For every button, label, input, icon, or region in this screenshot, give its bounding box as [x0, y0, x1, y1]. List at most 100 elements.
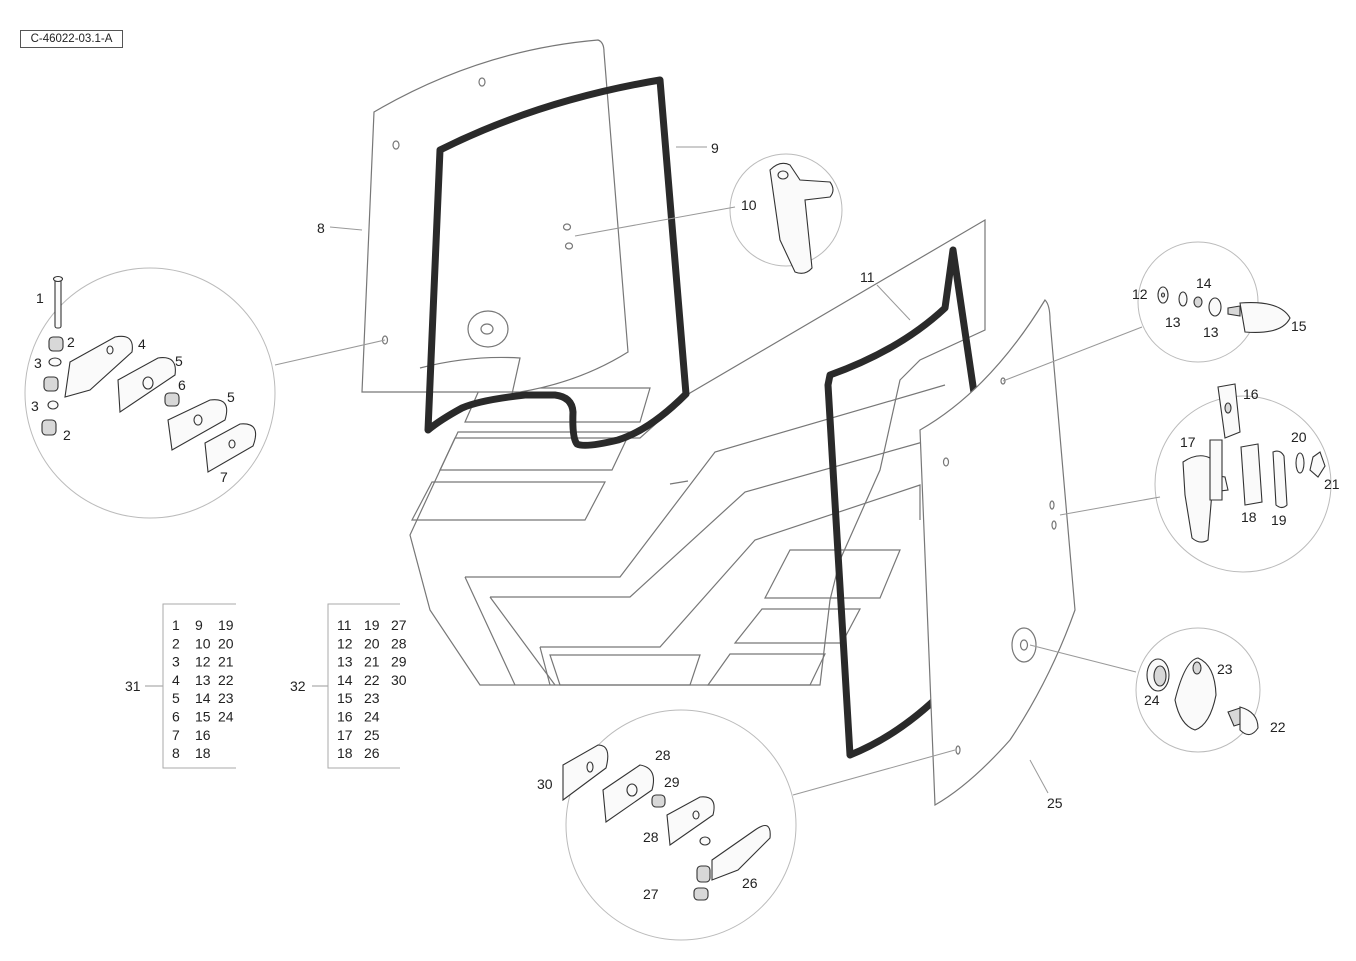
- hinge-parts-front: [41, 275, 257, 473]
- callout-10: 10: [741, 197, 757, 213]
- callout-4: 4: [138, 336, 146, 352]
- callout-6: 6: [178, 377, 186, 393]
- kit-item-number: 18: [337, 745, 353, 761]
- callout-labels: 1 2 3 4 5 6 3 5 2 7 8 9 10 11 12 14 13 1…: [31, 140, 1340, 902]
- kit-item-number: 8: [172, 745, 180, 761]
- kit-item-number: 13: [337, 654, 353, 670]
- kit-item-number: 17: [337, 727, 353, 743]
- kit-item-number: 4: [172, 672, 180, 688]
- callout-9: 9: [711, 140, 719, 156]
- kit-item-number: 10: [195, 635, 211, 651]
- detail-circle-handle: [729, 153, 843, 267]
- callout-30: 30: [537, 776, 553, 792]
- lock-parts: [1182, 383, 1326, 543]
- kit-item-number: 19: [364, 617, 380, 633]
- kit-item-number: 20: [364, 635, 380, 651]
- callout-7: 7: [220, 469, 228, 485]
- kit-item-number: 25: [364, 727, 380, 743]
- callout-14: 14: [1196, 275, 1212, 291]
- kit-item-number: 21: [364, 654, 380, 670]
- callout-20: 20: [1291, 429, 1307, 445]
- kit-bracket-31: [162, 603, 236, 769]
- detail-circle-hinge-door: [565, 709, 797, 941]
- callout-21: 21: [1324, 476, 1340, 492]
- drawing-reference-code: C-46022-03.1-A: [20, 30, 123, 48]
- callout-2: 2: [63, 427, 71, 443]
- kit-item-number: 14: [337, 672, 353, 688]
- callout-11: 11: [860, 269, 875, 285]
- kit-item-number: 24: [218, 709, 234, 725]
- kit-item-number: 16: [337, 709, 353, 725]
- callout-5: 5: [227, 389, 235, 405]
- callout-32: 32: [290, 678, 306, 694]
- kit-item-number: 16: [195, 727, 211, 743]
- callout-13: 13: [1203, 324, 1219, 340]
- callout-8: 8: [317, 220, 325, 236]
- kit-item-number: 26: [364, 745, 380, 761]
- callout-17: 17: [1180, 434, 1196, 450]
- kit-item-number: 30: [391, 672, 407, 688]
- kit-item-number: 14: [195, 690, 211, 706]
- callout-23: 23: [1217, 661, 1233, 677]
- kit-item-number: 15: [337, 690, 353, 706]
- callout-16: 16: [1243, 386, 1259, 402]
- kit-item-number: 3: [172, 654, 180, 670]
- hinge-plate-icon: [64, 335, 133, 398]
- kit-item-number: 20: [218, 635, 234, 651]
- stopper-parts: [1157, 286, 1291, 333]
- kit-item-number: 29: [391, 654, 407, 670]
- callout-1: 1: [36, 290, 44, 306]
- callout-12: 12: [1132, 286, 1148, 302]
- kit-item-number: 21: [218, 654, 234, 670]
- callout-22: 22: [1270, 719, 1286, 735]
- front-glass-panel: [361, 39, 629, 395]
- callout-26: 26: [742, 875, 758, 891]
- kit-item-number: 1: [172, 617, 180, 633]
- kit-item-number: 11: [337, 617, 352, 633]
- detail-circle-hinge-front: [24, 267, 276, 519]
- callout-5: 5: [175, 353, 183, 369]
- detail-circle-lock: [1154, 395, 1332, 573]
- kit-item-number: 2: [172, 635, 180, 651]
- kit-item-number: 23: [218, 690, 234, 706]
- kit-bracket-32: [327, 603, 400, 769]
- kit-item-number: 5: [172, 690, 180, 706]
- kit-item-number: 12: [337, 635, 353, 651]
- callout-3: 3: [34, 355, 42, 371]
- callout-19: 19: [1271, 512, 1287, 528]
- kit-item-number: 22: [364, 672, 380, 688]
- kit-item-number: 18: [195, 745, 211, 761]
- callout-27: 27: [643, 886, 659, 902]
- callout-28: 28: [643, 829, 659, 845]
- leader-lines: [145, 146, 1161, 796]
- kit-item-number: 12: [195, 654, 211, 670]
- kit-item-number: 27: [391, 617, 407, 633]
- callout-25: 25: [1047, 795, 1063, 811]
- kit-item-number: 23: [364, 690, 380, 706]
- detail-circle-catch: [1135, 627, 1261, 753]
- door-glass-panel: [919, 299, 1076, 807]
- callout-13: 13: [1165, 314, 1181, 330]
- hinge-pin-icon: [54, 277, 62, 329]
- handle-part: [769, 162, 834, 274]
- callout-24: 24: [1144, 692, 1160, 708]
- kit-item-number: 9: [195, 617, 203, 633]
- callout-15: 15: [1291, 318, 1307, 334]
- callout-29: 29: [664, 774, 680, 790]
- kit-item-number: 13: [195, 672, 211, 688]
- front-glass-seal: [424, 76, 690, 449]
- callout-28: 28: [655, 747, 671, 763]
- kit-item-number: 15: [195, 709, 211, 725]
- detail-circle-stopper: [1137, 241, 1259, 363]
- callout-3: 3: [31, 398, 39, 414]
- kit-item-number: 19: [218, 617, 234, 633]
- kit-item-number: 6: [172, 709, 180, 725]
- kit-item-number: 28: [391, 635, 407, 651]
- hinge-parts-door: [562, 744, 771, 901]
- callout-18: 18: [1241, 509, 1257, 525]
- callout-2: 2: [67, 334, 75, 350]
